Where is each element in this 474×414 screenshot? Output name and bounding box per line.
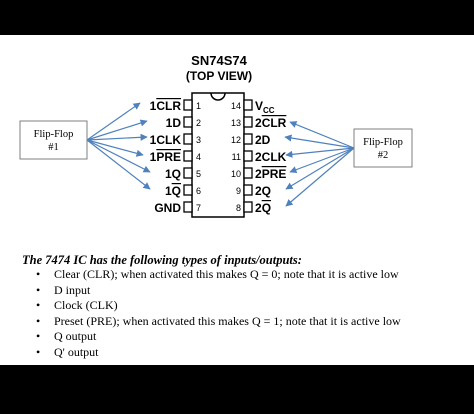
pin-number: 5 [196, 169, 201, 179]
ff2-arrow-1 [289, 121, 355, 149]
ff2-arrow-6 [285, 147, 355, 207]
pin-lead [183, 133, 193, 145]
pin-2: 2 1D [166, 116, 201, 130]
list-item: Q output [22, 329, 401, 345]
pin-label-overbar: Q [172, 184, 181, 198]
pin-lead [183, 167, 193, 179]
pin-label: 2Q [255, 184, 271, 198]
pin-lead [183, 184, 193, 196]
pin-9: 9 2Q [236, 184, 271, 198]
pin-label-overbar: PRE [262, 167, 287, 181]
ff1-arrow-6 [86, 139, 151, 190]
pin-lead [243, 184, 253, 196]
pin-lead [243, 150, 253, 162]
pin-11: 11 2CLK [232, 150, 287, 164]
flip-flop-2-number: #2 [378, 150, 389, 161]
pin-label-overbar: Q [262, 201, 271, 215]
pin-label: 2D [255, 133, 271, 147]
pin-lead [183, 116, 193, 128]
pin-number: 8 [236, 203, 241, 213]
pin-number: 12 [231, 135, 241, 145]
ic-pinout-diagram: SN74S74 (TOP VIEW) 11CLR21D31CLK41PRE51Q… [19, 53, 413, 218]
chip-subtitle: (TOP VIEW) [186, 69, 252, 83]
flip-flop-2-box [353, 128, 413, 168]
pin-5: 5 1Q [165, 167, 201, 181]
list-item: Clear (CLR); when activated this makes Q… [22, 267, 401, 283]
ff1-arrow-5 [86, 139, 151, 173]
list-item: Q' output [22, 345, 401, 361]
right-pins: 14 VCC 13 2CLR 12 2D 11 2CLK 10 2PRE 9 2Q 8 2Q [231, 99, 287, 215]
pin-label: 2PRE [255, 167, 286, 181]
pin-10: 10 2PRE [231, 167, 286, 181]
pin-1: 1 1CLR [150, 99, 201, 113]
pin-label-subscript: CC [263, 106, 275, 115]
chip-body [191, 92, 245, 218]
pin-label: 1CLR [150, 99, 182, 113]
pin-label: 2CLR [255, 116, 287, 130]
pin-lead [243, 133, 253, 145]
ff1-arrow-4 [86, 139, 144, 157]
pin-number: 4 [196, 152, 201, 162]
flip-flop-1-number: #1 [48, 142, 59, 153]
pin-label: GND [154, 201, 181, 215]
pin-7: 7 GND [154, 201, 201, 215]
chip-notch [210, 92, 226, 101]
list-item: Clock (CLK) [22, 298, 401, 314]
pin-6: 6 1Q [165, 184, 201, 198]
ff2-arrow-2 [284, 134, 355, 149]
flip-flop-2-label: Flip-Flop [363, 137, 403, 148]
pin-3: 3 1CLK [150, 133, 201, 147]
flip-flop-1-box [19, 120, 88, 160]
ff2-arrows [284, 121, 355, 207]
pin-label: 1Q [165, 184, 181, 198]
pin-lead [243, 116, 253, 128]
pin-label: 2Q [255, 201, 271, 215]
pin-label: 1D [166, 116, 182, 130]
ff1-arrows [86, 102, 151, 190]
ff1-arrow-3 [86, 133, 148, 141]
list-item: Preset (PRE); when activated this makes … [22, 314, 401, 330]
pin-14: 14 VCC [231, 99, 275, 115]
pin-label: 1CLK [150, 133, 182, 147]
pin-13: 13 2CLR [231, 116, 287, 130]
pin-label-overbar: PRE [156, 150, 181, 164]
pin-lead [243, 167, 253, 179]
pin-number: 13 [231, 118, 241, 128]
pin-number: 3 [196, 135, 201, 145]
pin-number: 10 [231, 169, 241, 179]
left-pins: 1 1CLR 2 1D 3 1CLK 4 1PRE 5 1Q 6 1Q 7 GND [150, 99, 201, 215]
pin-8: 8 2Q [236, 201, 271, 215]
pin-lead [183, 99, 193, 111]
pin-label: VCC [255, 99, 275, 115]
pin-label-overbar: CLR [156, 99, 181, 113]
pin-number: 7 [196, 203, 201, 213]
pin-4: 4 1PRE [150, 150, 201, 164]
io-list: Clear (CLR); when activated this makes Q… [22, 267, 401, 360]
caption: The 7474 IC has the following types of i… [22, 253, 302, 267]
pin-number: 6 [196, 186, 201, 196]
pin-label-overbar: CLR [262, 116, 287, 130]
list-item: D input [22, 283, 401, 299]
flip-flop-1-label: Flip-Flop [34, 129, 74, 140]
ff2-arrow-4 [289, 147, 355, 174]
pin-label: 1Q [165, 167, 181, 181]
pin-number: 1 [196, 101, 201, 111]
pin-lead [183, 201, 193, 213]
pin-number: 9 [236, 186, 241, 196]
chip-title: SN74S74 [191, 53, 247, 68]
pin-lead [183, 150, 193, 162]
pin-lead [243, 201, 253, 213]
pin-12: 12 2D [231, 133, 271, 147]
ff1-arrow-1 [86, 102, 141, 141]
ff2-arrow-5 [285, 147, 355, 190]
pin-lead [243, 99, 253, 111]
pin-number: 14 [231, 101, 241, 111]
ff1-arrow-2 [86, 119, 148, 141]
ff2-arrow-3 [285, 147, 355, 158]
pin-label: 2CLK [255, 150, 287, 164]
pin-number: 2 [196, 118, 201, 128]
pin-number: 11 [232, 152, 241, 162]
pin-label: 1PRE [150, 150, 181, 164]
